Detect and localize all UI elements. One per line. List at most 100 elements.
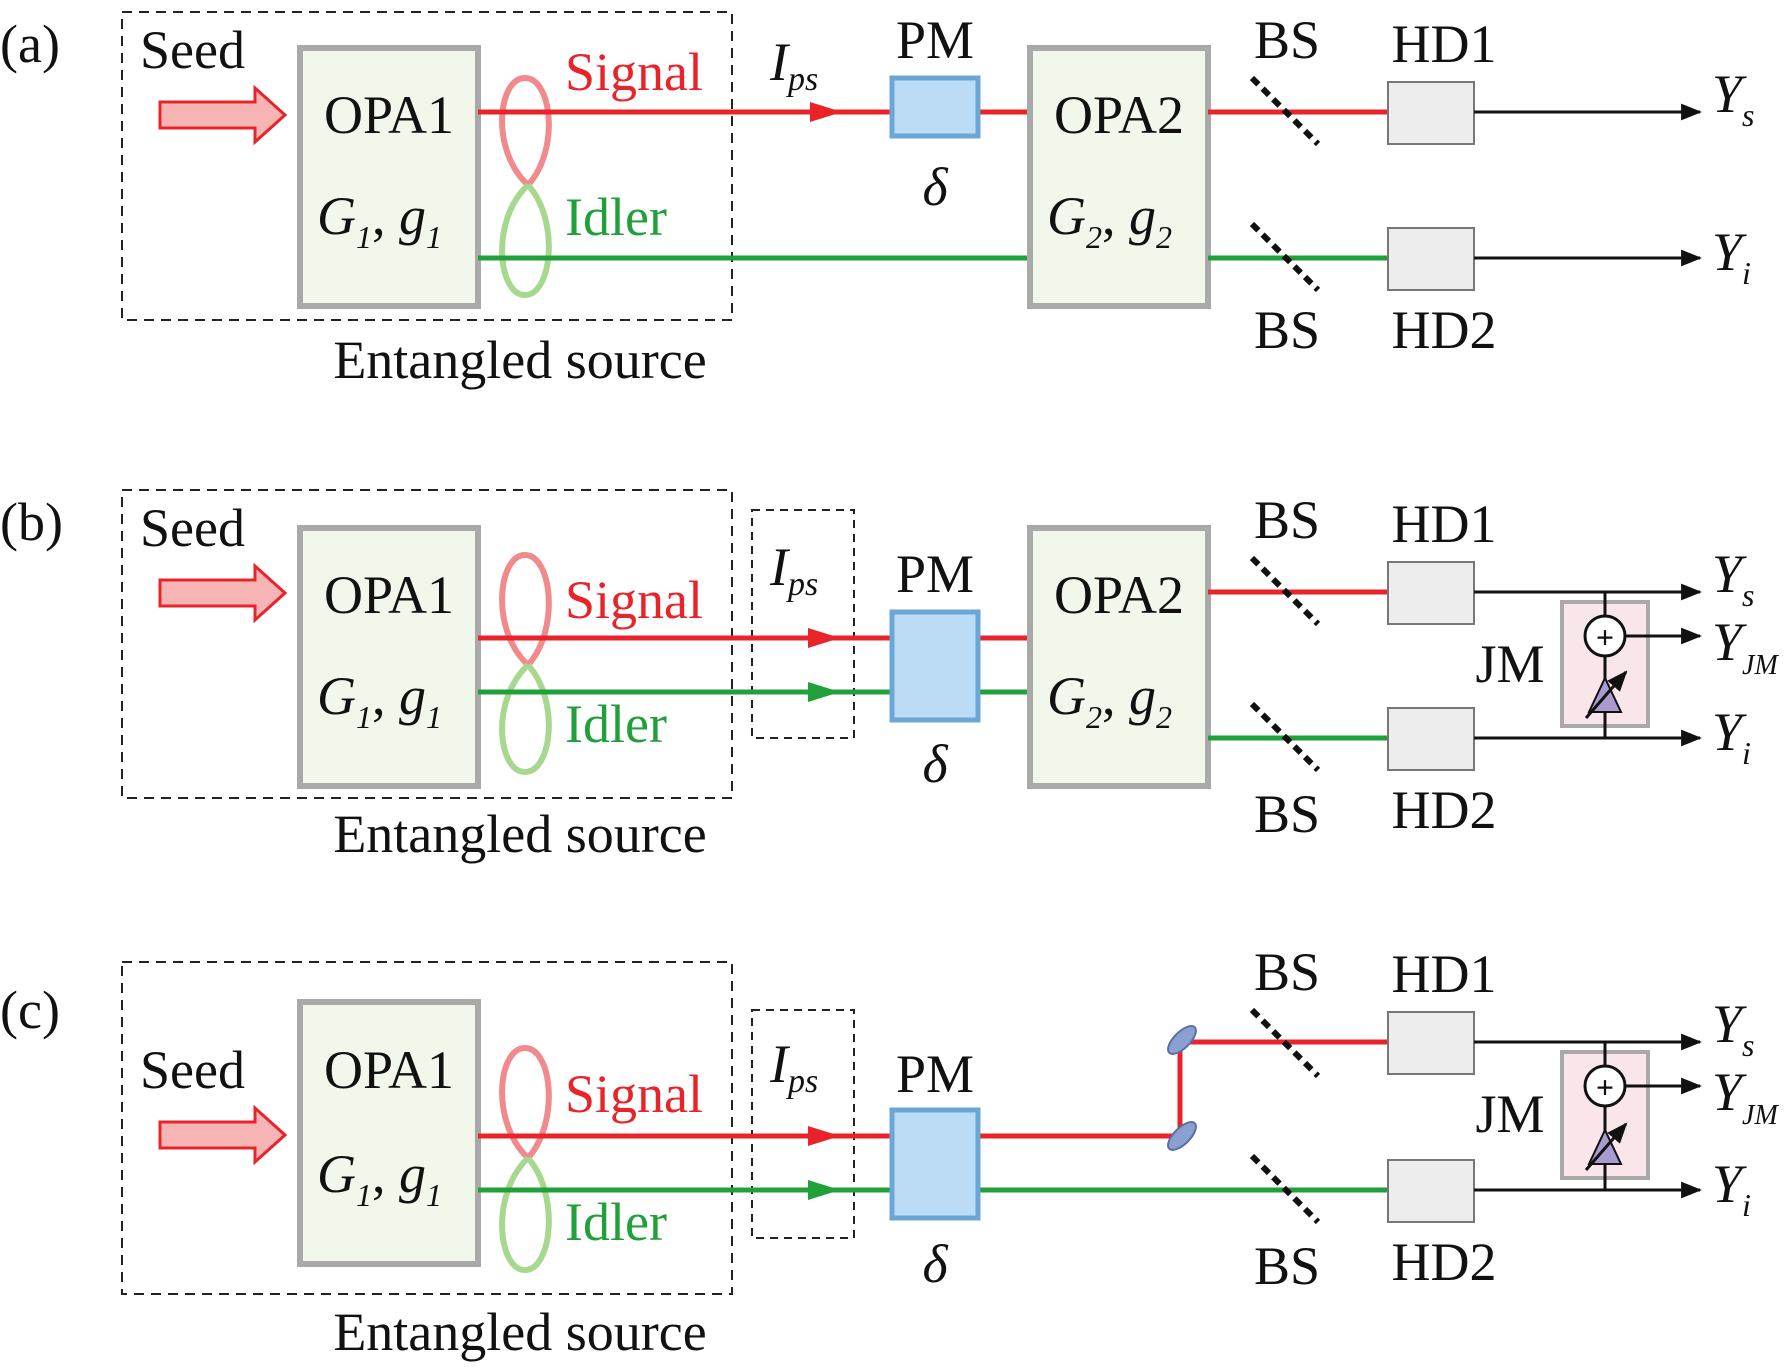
panel-label: (c) <box>0 980 60 1040</box>
phase-modulator <box>889 1107 981 1221</box>
opa1-label: OPA1 <box>324 85 454 145</box>
opa1-gains: G1, g1 <box>317 666 442 735</box>
opa2-box <box>1027 525 1211 789</box>
opa2-gains: G2, g2 <box>1047 666 1172 735</box>
hd2-box <box>1387 707 1475 771</box>
bs-bottom-label: BS <box>1254 784 1320 844</box>
panel-b: (b) Seed OPA1 G1, g1 Signal Idler Ips PM… <box>0 489 1779 864</box>
hd1-label: HD1 <box>1392 14 1497 74</box>
signal-arrowhead-icon <box>810 102 842 122</box>
output-s-label: Ys <box>1712 64 1755 133</box>
mirror-lower-icon <box>1167 1121 1197 1151</box>
signal-arrowhead-icon <box>808 628 840 648</box>
hd1-box <box>1387 81 1475 145</box>
phase-modulator <box>889 75 981 139</box>
signal-label: Signal <box>565 570 703 630</box>
idler-label: Idler <box>565 1192 667 1252</box>
probe-label: Ips <box>769 1034 818 1100</box>
output-i-label: Yi <box>1712 222 1751 291</box>
hd2-label: HD2 <box>1392 300 1497 360</box>
beam-splitter-bottom <box>1249 701 1321 773</box>
signal-label: Signal <box>565 42 703 102</box>
seed-label: Seed <box>140 498 245 558</box>
idler-arrowhead-icon <box>808 1180 840 1200</box>
jm-label: JM <box>1475 1084 1544 1144</box>
beam-splitter-top <box>1249 75 1321 147</box>
bs-top-label: BS <box>1254 10 1320 70</box>
hd2-label: HD2 <box>1392 780 1497 840</box>
beam-splitter-top <box>1249 555 1321 627</box>
panel-label: (b) <box>0 492 63 552</box>
variable-gain-arrow-icon <box>1584 1122 1628 1171</box>
phase-delta: δ <box>922 734 948 794</box>
plus-icon: + <box>1596 619 1614 655</box>
probe-label: Ips <box>769 537 818 603</box>
hd1-box <box>1387 561 1475 625</box>
idler-label: Idler <box>565 187 667 247</box>
panel-label: (a) <box>0 14 60 74</box>
output-i-label: Yi <box>1712 702 1751 771</box>
phase-delta: δ <box>922 157 948 217</box>
opa1-gains: G1, g1 <box>317 186 442 255</box>
panel-c: (c) Seed OPA1 G1, g1 Signal Idler Ips PM… <box>0 942 1779 1362</box>
seed-arrow-icon <box>158 562 288 624</box>
hd2-box <box>1387 227 1475 291</box>
pm-label: PM <box>896 544 974 604</box>
entangled-source-label: Entangled source <box>333 804 706 864</box>
mirror-upper-icon <box>1167 1025 1197 1055</box>
opa1-box <box>297 525 481 789</box>
opa1-box <box>297 45 481 309</box>
phase-delta: δ <box>922 1234 948 1294</box>
beam-splitter-bottom <box>1249 1153 1321 1225</box>
opa1-box <box>297 999 481 1267</box>
bs-bottom-label: BS <box>1254 1236 1320 1296</box>
hd1-box <box>1387 1011 1475 1075</box>
signal-lobe <box>499 74 552 188</box>
opa2-label: OPA2 <box>1054 565 1184 625</box>
opa2-label: OPA2 <box>1054 85 1184 145</box>
hd1-label: HD1 <box>1392 944 1497 1004</box>
pm-label: PM <box>896 10 974 70</box>
variable-gain-arrow-icon <box>1584 670 1628 719</box>
output-jm-label: YJM <box>1712 612 1779 681</box>
output-s-label: Ys <box>1712 994 1755 1063</box>
seed-arrow-icon <box>158 84 288 146</box>
signal-lobe <box>499 1044 552 1161</box>
panel-a: (a) Seed OPA1 G1, g1 Signal Idler Ips PM… <box>0 10 1755 390</box>
output-i-label: Yi <box>1712 1154 1751 1223</box>
entangled-source-label: Entangled source <box>333 1302 706 1362</box>
phase-modulator <box>889 609 981 723</box>
opa1-label: OPA1 <box>324 565 454 625</box>
entangled-source-box <box>121 961 733 1295</box>
beam-splitter-top <box>1249 1007 1321 1079</box>
bs-bottom-label: BS <box>1254 300 1320 360</box>
jm-label: JM <box>1475 634 1544 694</box>
opa1-label: OPA1 <box>324 1040 454 1100</box>
idler-label: Idler <box>565 694 667 754</box>
pm-label: PM <box>896 1044 974 1104</box>
idler-lobe <box>499 1155 552 1274</box>
signal-arrowhead-icon <box>808 1126 840 1146</box>
signal-lobe <box>499 551 552 668</box>
entangled-source-label: Entangled source <box>333 330 706 390</box>
hd2-label: HD2 <box>1392 1232 1497 1292</box>
opa2-gains: G2, g2 <box>1047 186 1172 255</box>
idler-arrowhead-icon <box>808 682 840 702</box>
probe-label: Ips <box>769 32 818 98</box>
probe-region-box <box>751 509 855 739</box>
hd1-label: HD1 <box>1392 494 1497 554</box>
seed-arrow-icon <box>158 1104 288 1166</box>
output-s-label: Ys <box>1712 544 1755 613</box>
idler-lobe <box>499 662 552 776</box>
output-jm-label: YJM <box>1712 1062 1779 1131</box>
probe-region-box <box>751 1009 855 1239</box>
seed-label: Seed <box>140 20 245 80</box>
plus-icon: + <box>1596 1069 1614 1105</box>
idler-lobe <box>499 182 552 299</box>
opa1-gains: G1, g1 <box>317 1144 442 1213</box>
bs-top-label: BS <box>1254 942 1320 1002</box>
opa2-box <box>1027 45 1211 309</box>
hd2-box <box>1387 1159 1475 1223</box>
seed-label: Seed <box>140 1040 245 1100</box>
